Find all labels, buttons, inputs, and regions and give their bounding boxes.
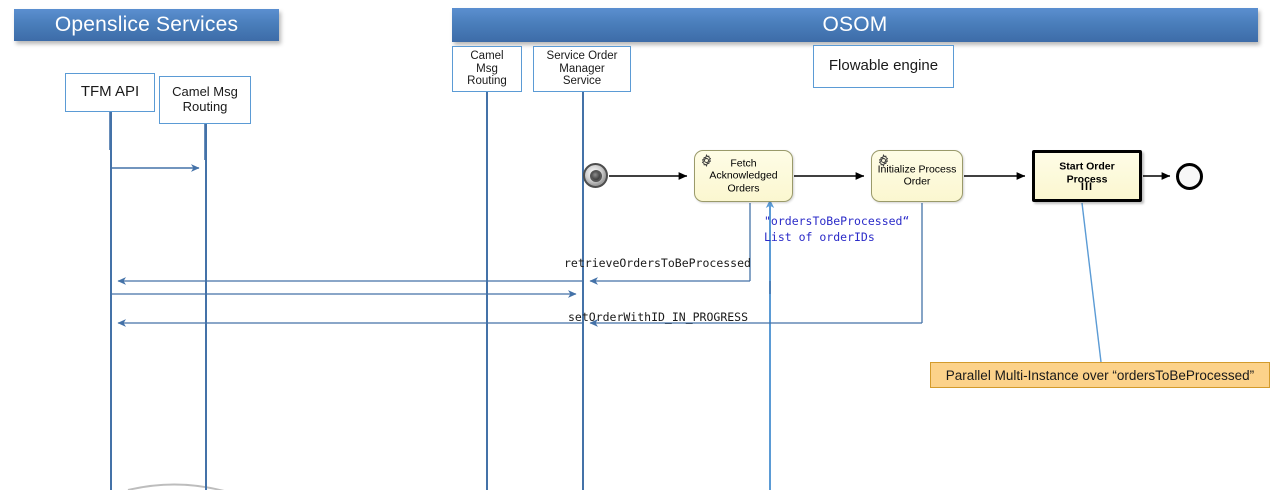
annotation-orders-variable-line1: "ordersToBeProcessed“	[764, 214, 910, 228]
group-header-osom-label: OSOM	[822, 13, 888, 36]
lifeline-camel-msg-routing-openslice	[205, 124, 207, 490]
participant-tfm-api[interactable]: TFM API	[65, 73, 155, 112]
participant-flowable-engine[interactable]: Flowable engine	[813, 45, 954, 88]
partial-ellipse-arc	[127, 483, 225, 490]
group-header-openslice: Openslice Services	[14, 9, 279, 41]
lifeline-camel-msg-routing-osom	[486, 92, 488, 490]
gear-icon	[878, 154, 889, 167]
participant-flowable-engine-label: Flowable engine	[828, 57, 939, 75]
annotation-orders-variable-line2: List of orderIDs	[764, 229, 875, 244]
annotation-leader-line	[1081, 202, 1102, 363]
lifeline-service-order-manager-service	[582, 92, 584, 490]
group-header-openslice-label: Openslice Services	[54, 13, 239, 36]
annotation-parallel-multi-instance-label: Parallel Multi-Instance over “ordersToBe…	[945, 367, 1255, 383]
annotation-parallel-multi-instance: Parallel Multi-Instance over “ordersToBe…	[930, 362, 1270, 388]
message-label-retrieve-orders: retrieveOrdersToBeProcessed	[564, 256, 751, 270]
call-activity-start-order-process-label: Start Order Process	[1059, 160, 1115, 186]
call-activity-start-order-process[interactable]: Start Order Process III	[1032, 150, 1142, 202]
participant-tfm-api-label: TFM API	[80, 83, 140, 101]
group-header-osom: OSOM	[452, 8, 1258, 42]
message-label-set-order-status: setOrderWithID_IN_PROGRESS	[568, 310, 749, 324]
parallel-multi-instance-marker-icon: III	[1080, 181, 1094, 194]
annotation-orders-variable: "ordersToBeProcessed“ List of orderIDs	[764, 214, 909, 245]
start-event-message-icon	[589, 169, 602, 182]
gear-icon	[701, 154, 712, 167]
end-event[interactable]	[1176, 163, 1203, 190]
lifeline-tfm-api	[110, 112, 112, 490]
